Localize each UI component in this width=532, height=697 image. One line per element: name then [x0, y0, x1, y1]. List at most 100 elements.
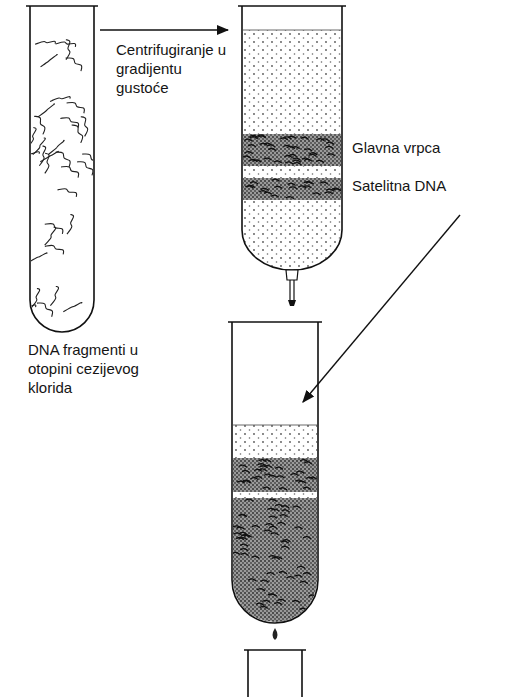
band-texture [320, 182, 328, 184]
band-texture [286, 197, 294, 199]
band-texture [245, 499, 253, 501]
band-texture [277, 476, 285, 478]
band-texture [282, 510, 290, 512]
dna-fragment [41, 54, 58, 66]
band-texture [232, 552, 240, 554]
band-texture [283, 137, 291, 139]
band-texture [279, 572, 287, 574]
band-texture [260, 466, 268, 468]
band-texture [263, 460, 271, 462]
band-texture [241, 535, 249, 537]
dna-fragment [35, 41, 55, 44]
dna-fragment [67, 214, 74, 234]
band-texture [294, 575, 302, 577]
band-texture [309, 477, 317, 479]
process-arrow [100, 29, 228, 30]
band-texture [243, 481, 251, 483]
band-texture [283, 145, 291, 147]
band-texture [269, 526, 277, 528]
band-texture [271, 195, 279, 197]
band-texture [274, 603, 282, 605]
band-texture [263, 487, 271, 489]
band-texture [268, 475, 276, 477]
band-texture [268, 594, 276, 596]
band-texture [269, 594, 277, 596]
band-texture [269, 516, 277, 518]
sample-label: DNA fragmenti u otopini cezijevog klorid… [28, 340, 178, 397]
band-texture [281, 506, 289, 508]
dna-fragment [56, 42, 76, 47]
band-texture [240, 549, 248, 551]
dna-fragment [67, 102, 85, 113]
band-texture [252, 526, 260, 528]
band-texture [239, 515, 247, 517]
band-texture [275, 467, 283, 469]
band-texture [289, 154, 297, 156]
band-texture [306, 182, 314, 184]
band-texture [279, 488, 287, 490]
band-texture [266, 524, 274, 526]
band-texture [258, 464, 266, 466]
dna-fragment [82, 154, 98, 168]
collection-tube [228, 322, 322, 640]
receiving-tube [244, 650, 306, 697]
process-label: Centrifugiranje u gradijentu gustoće [116, 40, 234, 97]
band-texture [239, 538, 247, 540]
band-texture [248, 145, 256, 147]
band-texture [261, 580, 269, 582]
band-texture [316, 139, 324, 141]
band-texture [239, 514, 247, 516]
band-texture [298, 186, 306, 188]
band-texture [298, 481, 306, 483]
dna-fragment [61, 166, 79, 177]
band-texture [325, 146, 333, 148]
band-texture [327, 154, 335, 156]
dna-fragment [66, 58, 82, 71]
band-texture [259, 469, 267, 471]
band-texture [292, 147, 300, 149]
band-texture [257, 589, 265, 591]
dna-fragment [16, 305, 36, 309]
dna-fragment [33, 138, 46, 155]
band-texture [293, 163, 301, 165]
band-texture [242, 471, 250, 473]
band-texture [250, 182, 258, 184]
band-texture [300, 581, 308, 583]
dna-fragment [58, 189, 77, 197]
band-texture [313, 193, 321, 195]
band-texture [267, 573, 275, 575]
band-texture [237, 527, 245, 529]
band-texture [234, 533, 242, 535]
dna-fragment [81, 117, 88, 137]
band-texture [260, 606, 268, 608]
band-texture [281, 541, 289, 543]
band-texture [291, 474, 299, 476]
band-label: Satelitna DNA [352, 176, 502, 195]
band-texture [303, 573, 311, 575]
band-texture [264, 158, 272, 160]
band-texture [289, 187, 297, 189]
band-texture [325, 192, 333, 194]
dna-fragment [45, 224, 63, 234]
dna-fragment [28, 253, 47, 262]
band-texture [260, 143, 268, 145]
process-arrow [303, 215, 460, 402]
band-texture [248, 579, 256, 581]
band-texture [278, 599, 286, 601]
dna-fragment [34, 116, 45, 134]
band-texture [281, 546, 289, 548]
dna-fragment [66, 40, 70, 60]
dna-fragment [63, 302, 82, 311]
band-texture [269, 556, 277, 558]
band-texture [295, 527, 303, 529]
band-texture [264, 192, 272, 194]
band-texture [256, 603, 264, 605]
band-texture [302, 158, 310, 160]
band-texture [254, 476, 262, 478]
test-tube [16, 6, 99, 332]
band-texture [278, 523, 286, 525]
band-texture [242, 481, 250, 483]
band-texture [293, 506, 301, 508]
dna-fragment [50, 286, 58, 305]
band-texture [245, 152, 253, 154]
